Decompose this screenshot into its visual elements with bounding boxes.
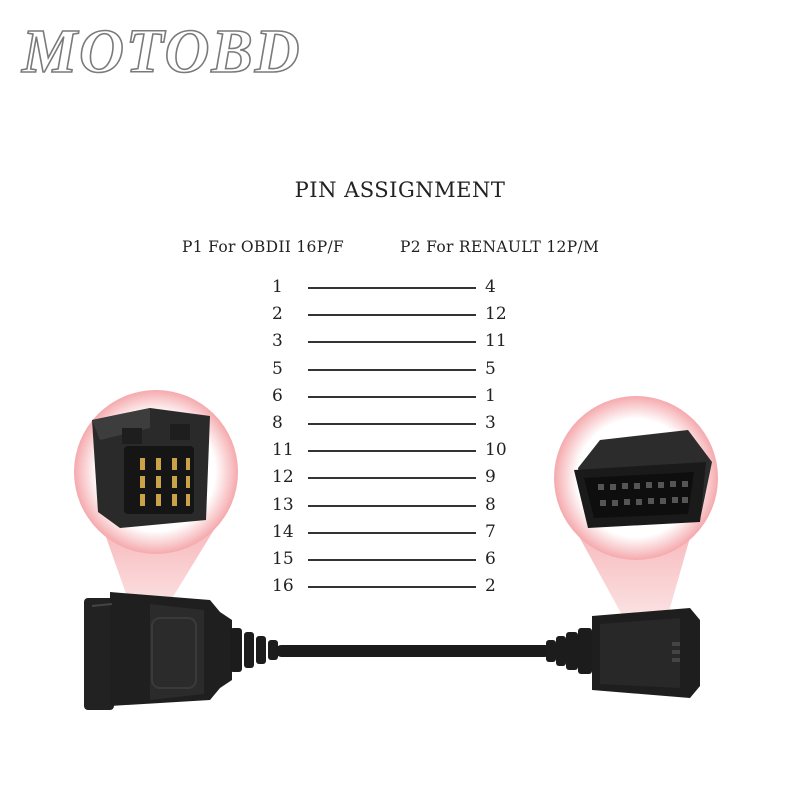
p2-pin-number: 4 bbox=[485, 277, 496, 297]
wire-line bbox=[308, 504, 476, 507]
p1-pin-number: 3 bbox=[272, 331, 283, 352]
p1-pin-number: 16 bbox=[272, 576, 294, 597]
wire-line bbox=[308, 395, 476, 398]
p1-pin-number: 2 bbox=[272, 304, 283, 325]
wire-line bbox=[308, 531, 476, 534]
p1-pin-number: 1 bbox=[272, 277, 283, 297]
wire-line bbox=[308, 477, 476, 480]
p1-pin-number: 15 bbox=[272, 549, 294, 569]
p1-pin-number: 8 bbox=[272, 413, 283, 433]
p2-pin-number: 6 bbox=[485, 549, 496, 569]
motobd-logo: MOTOBD bbox=[20, 17, 302, 87]
svg-text:MOTOBD: MOTOBD bbox=[21, 18, 302, 86]
pin-row: 13 8 bbox=[0, 492, 800, 518]
p1-pin-number: 5 bbox=[272, 358, 283, 379]
cable-assembly bbox=[84, 592, 700, 710]
pin-row: 12 9 bbox=[0, 464, 800, 490]
p2-pin-number: 9 bbox=[485, 467, 496, 488]
p2-pin-number: 8 bbox=[485, 494, 496, 515]
wire-line bbox=[308, 423, 476, 425]
p2-pin-number: 12 bbox=[485, 304, 507, 325]
wire-line bbox=[308, 341, 476, 344]
p2-pin-number: 2 bbox=[485, 576, 496, 597]
p1-pin-number: 12 bbox=[272, 467, 294, 488]
pin-row: 3 11 bbox=[0, 328, 800, 354]
p2-pin-number: 11 bbox=[485, 331, 507, 352]
right-connector-header: P2 For RENAULT 12P/M bbox=[400, 238, 600, 256]
p1-pin-number: 11 bbox=[272, 440, 294, 461]
renault-connector-closeup bbox=[92, 408, 210, 528]
p2-pin-number: 5 bbox=[485, 358, 496, 379]
wire-line bbox=[308, 586, 476, 589]
pin-row: 14 7 bbox=[0, 519, 800, 545]
p2-pin-number: 3 bbox=[485, 413, 496, 433]
wire-line bbox=[308, 287, 476, 289]
diagram-title: PIN ASSIGNMENT bbox=[294, 178, 506, 202]
wire-line bbox=[308, 559, 476, 561]
wire-line bbox=[308, 368, 476, 371]
pin-row: 2 12 bbox=[0, 301, 800, 327]
pin-row: 11 10 bbox=[0, 437, 800, 463]
p2-pin-number: 1 bbox=[485, 385, 496, 406]
p2-pin-number: 7 bbox=[485, 521, 496, 542]
wire-line bbox=[308, 450, 476, 453]
p1-pin-number: 13 bbox=[272, 494, 294, 515]
left-connector-header: P1 For OBDII 16P/F bbox=[182, 238, 345, 256]
p1-pin-number: 14 bbox=[272, 521, 294, 542]
wire-line bbox=[308, 314, 476, 317]
p2-pin-number: 10 bbox=[485, 440, 507, 461]
p1-pin-number: 6 bbox=[272, 385, 283, 406]
obd-connector-closeup bbox=[574, 430, 712, 528]
pin-row: 16 2 bbox=[0, 573, 800, 599]
pin-row: 15 6 bbox=[0, 546, 800, 572]
